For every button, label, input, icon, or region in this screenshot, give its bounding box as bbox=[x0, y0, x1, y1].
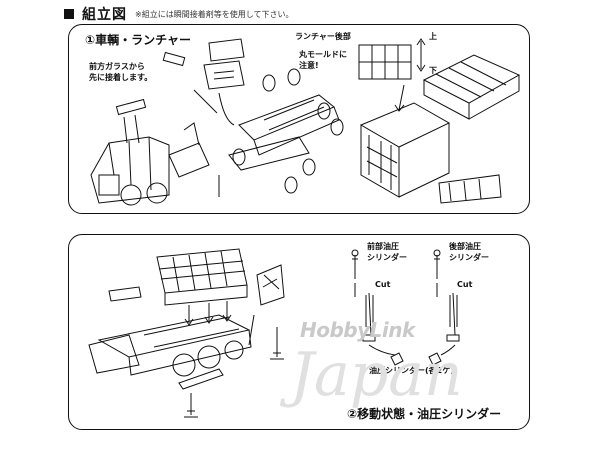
front-cylinder-label: 前部油圧 シリンダー bbox=[367, 241, 407, 263]
front-cylinder-label-line1: 前部油圧 bbox=[367, 242, 399, 251]
front-glass-label-line2: 先に接着します。 bbox=[89, 73, 153, 82]
header-square-icon bbox=[64, 9, 74, 19]
launcher-rear-label: ランチャー後部 bbox=[295, 32, 351, 41]
panel2-title: ②移動状態・油圧シリンダー bbox=[347, 407, 502, 421]
assembly-note: ※組立には瞬間接着剤等を使用して下さい。 bbox=[135, 9, 294, 19]
panel-transport-cylinder: ②移動状態・油圧シリンダー 前部油圧 シリンダー 後部油圧 シリンダー Cut … bbox=[68, 234, 530, 430]
vehicle-launcher-illustration bbox=[90, 38, 521, 206]
transport-cylinder-illustration bbox=[88, 248, 460, 418]
panel-vehicle-launcher: ①車輌・ランチャー 前方ガラスから 先に接着します。 ランチャー後部 丸モールド… bbox=[68, 24, 530, 214]
rear-cylinder-label-line2: シリンダー bbox=[449, 253, 489, 262]
rear-cylinder-label: 後部油圧 シリンダー bbox=[449, 241, 489, 263]
front-glass-label: 前方ガラスから 先に接着します。 bbox=[89, 61, 152, 83]
cylinder-count-label: 油圧シリンダー(各2ケ) bbox=[369, 366, 454, 375]
page-title: 組立図 bbox=[82, 7, 127, 23]
round-mold-label: 丸モールドに 注意! bbox=[299, 49, 347, 71]
rear-cylinder-label-line1: 後部油圧 bbox=[449, 242, 481, 251]
front-glass-label-line1: 前方ガラスから bbox=[89, 62, 145, 71]
panel1-title: ①車輌・ランチャー bbox=[85, 33, 192, 47]
header: 組立図 ※組立には瞬間接着剤等を使用して下さい。 bbox=[64, 4, 293, 24]
rear-cut-label: Cut bbox=[457, 280, 473, 289]
round-mold-label-line2: 注意! bbox=[299, 61, 319, 70]
round-mold-label-line1: 丸モールドに bbox=[299, 50, 347, 59]
up-arrow-label: 上 bbox=[429, 32, 437, 41]
front-cylinder-label-line2: シリンダー bbox=[367, 253, 407, 262]
down-arrow-label: 下 bbox=[429, 66, 437, 75]
front-cut-label: Cut bbox=[375, 280, 391, 289]
